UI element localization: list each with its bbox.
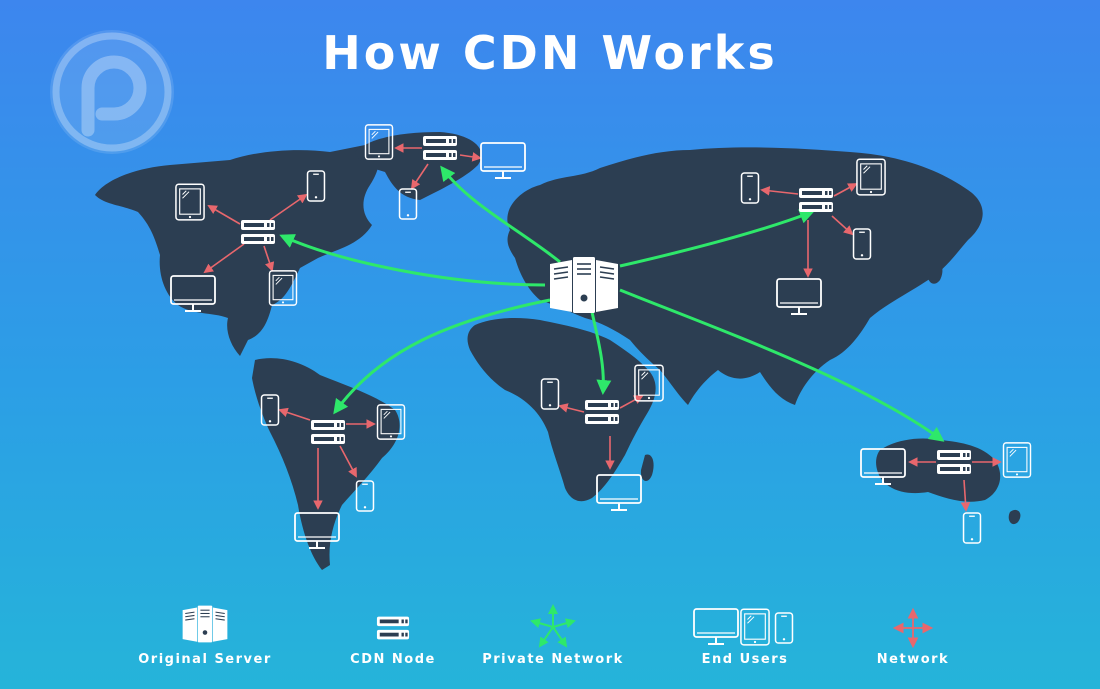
monitor-icon <box>480 142 526 179</box>
legend-label: Network <box>876 652 950 667</box>
legend-item-end-users: End Users <box>660 602 830 672</box>
eurasia-shape <box>507 147 983 405</box>
continents <box>95 132 1021 570</box>
legend-item-original-server: Original Server <box>120 602 290 672</box>
legend-item-private-network: Private Network <box>468 602 638 672</box>
africa-shape <box>467 317 656 502</box>
legend-label: Private Network <box>482 652 624 667</box>
madagascar-shape <box>640 454 654 482</box>
network-icon <box>892 607 934 649</box>
private-network-links <box>279 165 945 442</box>
logo-icon <box>50 30 174 154</box>
network-links <box>203 143 1002 512</box>
south-america-shape <box>252 358 400 570</box>
original-server-icon <box>182 605 228 643</box>
north-america-shape <box>95 145 379 356</box>
legend-label: CDN Node <box>350 652 436 667</box>
legend-label: End Users <box>701 652 789 667</box>
new-zealand-shape <box>1008 509 1021 525</box>
legend-label: Original Server <box>138 652 272 667</box>
end-users-icon <box>693 608 794 646</box>
tablet-icon <box>1002 442 1032 478</box>
page-title: How CDN Works <box>322 26 778 80</box>
private-network-icon <box>530 604 576 648</box>
greenland-shape <box>355 132 482 200</box>
phone-icon <box>962 512 982 544</box>
cdn-node-icon <box>376 616 410 640</box>
japan-shape <box>927 261 943 284</box>
legend-item-cdn-node: CDN Node <box>308 602 478 672</box>
legend-item-network: Network <box>828 602 998 672</box>
original-server-icon <box>549 256 619 314</box>
